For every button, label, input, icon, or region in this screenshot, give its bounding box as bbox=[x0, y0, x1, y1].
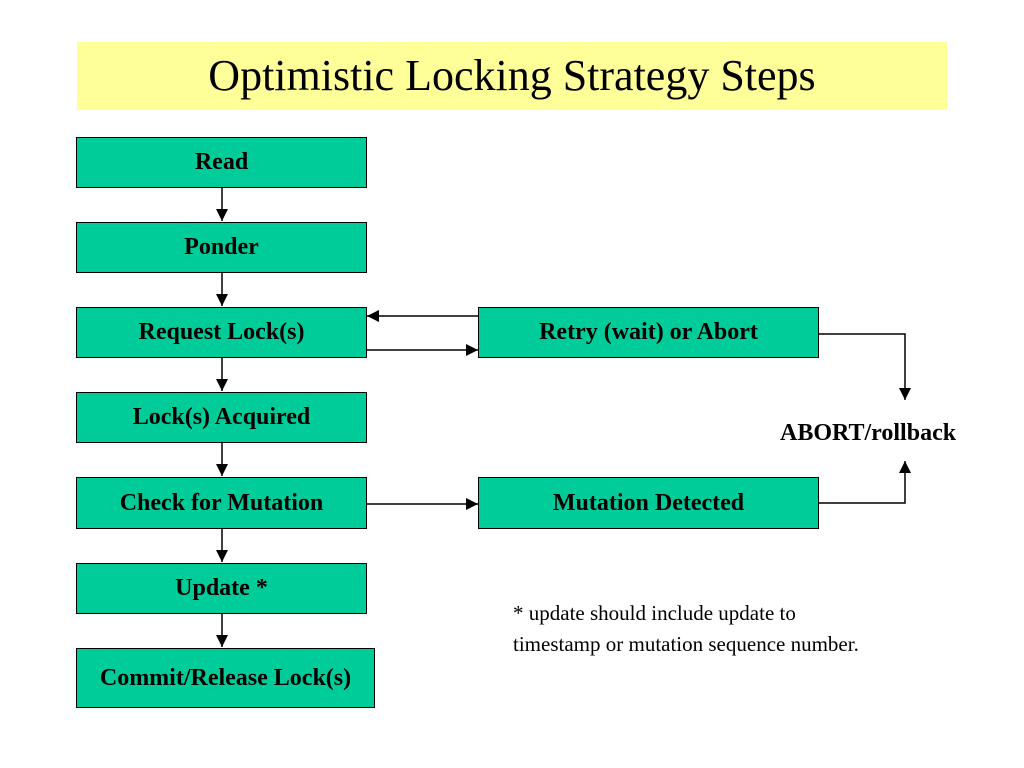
arrow-mutation-to-abort bbox=[819, 461, 911, 504]
title-bar: Optimistic Locking Strategy Steps bbox=[77, 42, 947, 110]
step-locks-acquired: Lock(s) Acquired bbox=[76, 392, 367, 443]
step-read: Read bbox=[76, 137, 367, 188]
update-footnote: * update should include update to timest… bbox=[513, 601, 859, 656]
step-check-mutation: Check for Mutation bbox=[76, 477, 367, 529]
step-commit-release: Commit/Release Lock(s) bbox=[76, 648, 375, 708]
arrow-retry-to-abort bbox=[819, 333, 911, 400]
step-request-locks: Request Lock(s) bbox=[76, 307, 367, 358]
branch-mutation-detected: Mutation Detected bbox=[478, 477, 819, 529]
branch-retry-or-abort: Retry (wait) or Abort bbox=[478, 307, 819, 358]
abort-rollback-label: ABORT/rollback bbox=[780, 420, 957, 446]
slide-title: Optimistic Locking Strategy Steps bbox=[208, 51, 816, 100]
step-ponder: Ponder bbox=[76, 222, 367, 273]
step-update: Update * bbox=[76, 563, 367, 614]
